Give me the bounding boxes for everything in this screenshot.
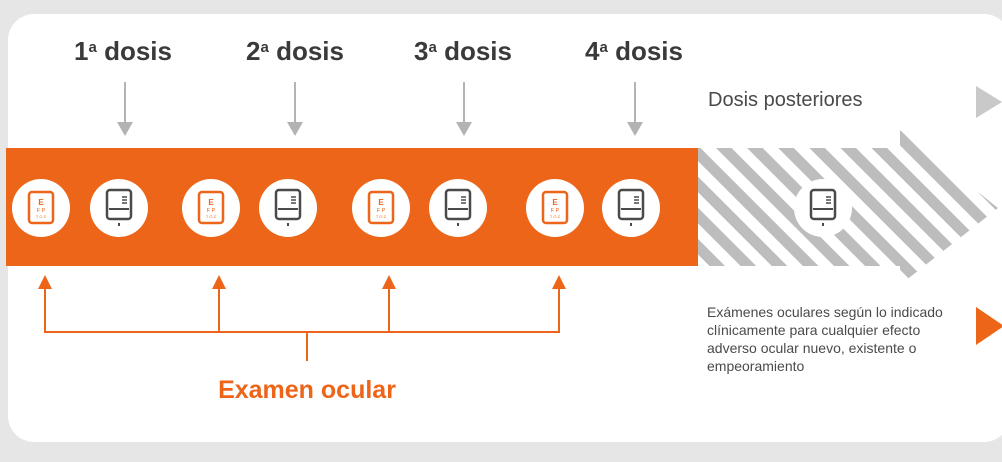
down-arrow-icon — [124, 82, 126, 122]
down-arrow-icon — [294, 82, 296, 122]
svg-text:E: E — [208, 198, 214, 207]
up-arrow-icon — [382, 275, 396, 289]
clinical-note: Exámenes oculares según lo indicado clín… — [707, 304, 943, 374]
svg-text:F P: F P — [37, 208, 46, 214]
up-arrow-icon — [552, 275, 566, 289]
down-arrow-icon — [463, 82, 465, 122]
infusion-circle — [429, 179, 487, 237]
infusion-circle-later — [794, 179, 852, 237]
svg-text:F P: F P — [207, 208, 216, 214]
infusion-circle — [259, 179, 317, 237]
svg-text:F P: F P — [551, 208, 560, 214]
eye-exam-circle: E F P T O Z — [526, 179, 584, 237]
down-arrow-head-icon — [287, 122, 303, 136]
dose-label-4: 4a dosis — [585, 36, 683, 66]
infusion-pump-icon — [274, 188, 302, 226]
svg-text:T O Z: T O Z — [376, 214, 387, 219]
later-doses-label: Dosis posteriores — [708, 89, 863, 111]
up-arrow-line — [388, 288, 390, 333]
eye-chart-icon: E F P T O Z — [27, 190, 55, 225]
up-arrow-icon — [38, 275, 52, 289]
infusion-pump-icon — [105, 188, 133, 226]
eye-chart-icon: E F P T O Z — [367, 190, 395, 225]
up-arrow-icon — [212, 275, 226, 289]
infusion-circle — [90, 179, 148, 237]
down-arrow-head-icon — [117, 122, 133, 136]
dose-label-1: 1a dosis — [74, 36, 172, 66]
infusion-circle — [602, 179, 660, 237]
svg-text:E: E — [552, 198, 558, 207]
eye-chart-icon: E F P T O Z — [541, 190, 569, 225]
down-arrow-head-icon — [627, 122, 643, 136]
exam-bracket-stem — [306, 333, 308, 361]
down-arrow-icon — [634, 82, 636, 122]
up-arrow-line — [218, 288, 220, 333]
svg-text:E: E — [378, 198, 384, 207]
infusion-pump-icon — [617, 188, 645, 226]
svg-text:T O Z: T O Z — [550, 214, 561, 219]
grey-arrow-icon — [976, 86, 1002, 118]
infusion-pump-icon — [809, 188, 837, 226]
dose-label-3: 3a dosis — [414, 36, 512, 66]
exam-bracket — [45, 331, 560, 333]
svg-text:T O Z: T O Z — [36, 214, 47, 219]
eye-exam-circle: E F P T O Z — [352, 179, 410, 237]
infusion-pump-icon — [444, 188, 472, 226]
eye-exam-circle: E F P T O Z — [182, 179, 240, 237]
up-arrow-line — [558, 288, 560, 333]
svg-text:T O Z: T O Z — [206, 214, 217, 219]
eye-chart-icon: E F P T O Z — [197, 190, 225, 225]
down-arrow-head-icon — [456, 122, 472, 136]
eye-exam-circle: E F P T O Z — [12, 179, 70, 237]
exam-label: Examen ocular — [218, 376, 396, 404]
orange-arrow-icon — [976, 307, 1002, 345]
svg-text:E: E — [38, 198, 44, 207]
dose-label-2: 2a dosis — [246, 36, 344, 66]
up-arrow-line — [44, 288, 46, 333]
svg-text:F P: F P — [377, 208, 386, 214]
